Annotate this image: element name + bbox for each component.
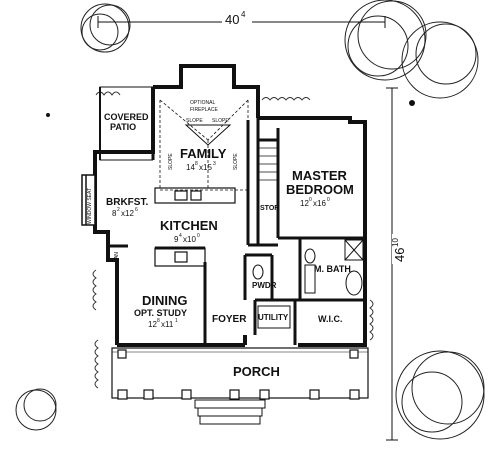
kitchen-counters — [154, 187, 236, 267]
porch-label: PORCH — [233, 364, 280, 379]
dining-label: DINING — [142, 293, 188, 308]
tree-top-left — [80, 3, 131, 53]
svg-text:46: 46 — [392, 248, 407, 262]
family-size: 14 8 x15 3 — [186, 161, 216, 172]
optional-fireplace-label: FIREPLACE — [190, 107, 218, 113]
master-bedroom-label: BEDROOM — [286, 182, 354, 197]
svg-text:8: 8 — [112, 209, 117, 218]
shrubs — [92, 91, 374, 389]
tree-bottom-right — [395, 350, 485, 440]
slope-label: SLOPE — [168, 153, 174, 170]
slope-label: SLOPE — [233, 153, 239, 170]
marker-dot — [409, 100, 415, 106]
fireplace-outline — [184, 124, 232, 146]
width-dimension-label: 40 4 — [222, 10, 252, 27]
tree-top-right — [344, 0, 479, 99]
svg-text:4: 4 — [241, 10, 246, 19]
window-seat — [81, 174, 96, 226]
svg-text:2: 2 — [117, 207, 120, 213]
svg-text:0: 0 — [327, 197, 330, 203]
svg-text:1: 1 — [175, 318, 178, 324]
stairs — [258, 147, 278, 181]
covered-patio-label: PATIO — [110, 122, 136, 132]
svg-text:3: 3 — [213, 161, 216, 167]
bath-fixtures — [252, 239, 364, 329]
optional-fireplace-label: OPTIONAL — [190, 100, 216, 106]
exterior-walls — [93, 64, 367, 347]
svg-text:8: 8 — [195, 161, 198, 167]
ceiling-slope-lines — [159, 99, 249, 191]
pantry-label: PAN — [114, 252, 120, 262]
slope-label: SLOPE — [186, 118, 203, 124]
pwdr-label: PWDR — [252, 281, 277, 290]
stor-label: STOR — [260, 205, 279, 212]
svg-text:12: 12 — [148, 320, 157, 329]
svg-text:x11: x11 — [161, 320, 174, 329]
slope-label: SLOPE — [212, 118, 229, 124]
marker-dot — [46, 113, 50, 117]
porch-columns — [117, 349, 360, 400]
covered-patio-label: COVERED — [104, 112, 149, 122]
svg-text:6: 6 — [135, 207, 138, 213]
svg-text:x10: x10 — [183, 235, 196, 244]
svg-text:9: 9 — [174, 235, 179, 244]
dining-size: 12 8 x11 1 — [148, 318, 178, 329]
svg-text:0: 0 — [197, 233, 200, 239]
m-bath-label: M. BATH — [314, 264, 351, 274]
svg-text:10: 10 — [391, 238, 400, 247]
svg-text:8: 8 — [157, 318, 160, 324]
kitchen-size: 9 4 x10 0 — [174, 233, 200, 244]
family-label: FAMILY — [180, 146, 227, 161]
tree-bottom-left — [15, 388, 57, 431]
utility-label: UTILITY — [258, 313, 289, 322]
window-seat-label: WINDOW SEAT — [87, 188, 93, 224]
depth-dimension-label: 46 10 — [391, 234, 408, 264]
kitchen-label: KITCHEN — [160, 218, 218, 233]
master-bedroom-label: MASTER — [292, 168, 348, 183]
svg-text:12: 12 — [300, 199, 309, 208]
master-bedroom-size: 12 0 x16 0 — [300, 197, 330, 208]
foyer-label: FOYER — [212, 314, 247, 325]
breakfast-label: BRKFST. — [106, 197, 148, 208]
svg-text:x16: x16 — [313, 199, 326, 208]
svg-text:0: 0 — [309, 197, 312, 203]
svg-text:40: 40 — [225, 12, 239, 27]
svg-text:x12: x12 — [121, 209, 134, 218]
breakfast-size: 8 2 x12 6 — [112, 207, 138, 218]
svg-text:14: 14 — [186, 163, 195, 172]
dining-label: OPT. STUDY — [134, 308, 187, 318]
svg-text:x15: x15 — [199, 163, 212, 172]
wic-label: W.I.C. — [318, 314, 343, 324]
svg-text:4: 4 — [179, 233, 182, 239]
porch-steps — [194, 399, 266, 425]
porch-outline — [111, 347, 369, 399]
